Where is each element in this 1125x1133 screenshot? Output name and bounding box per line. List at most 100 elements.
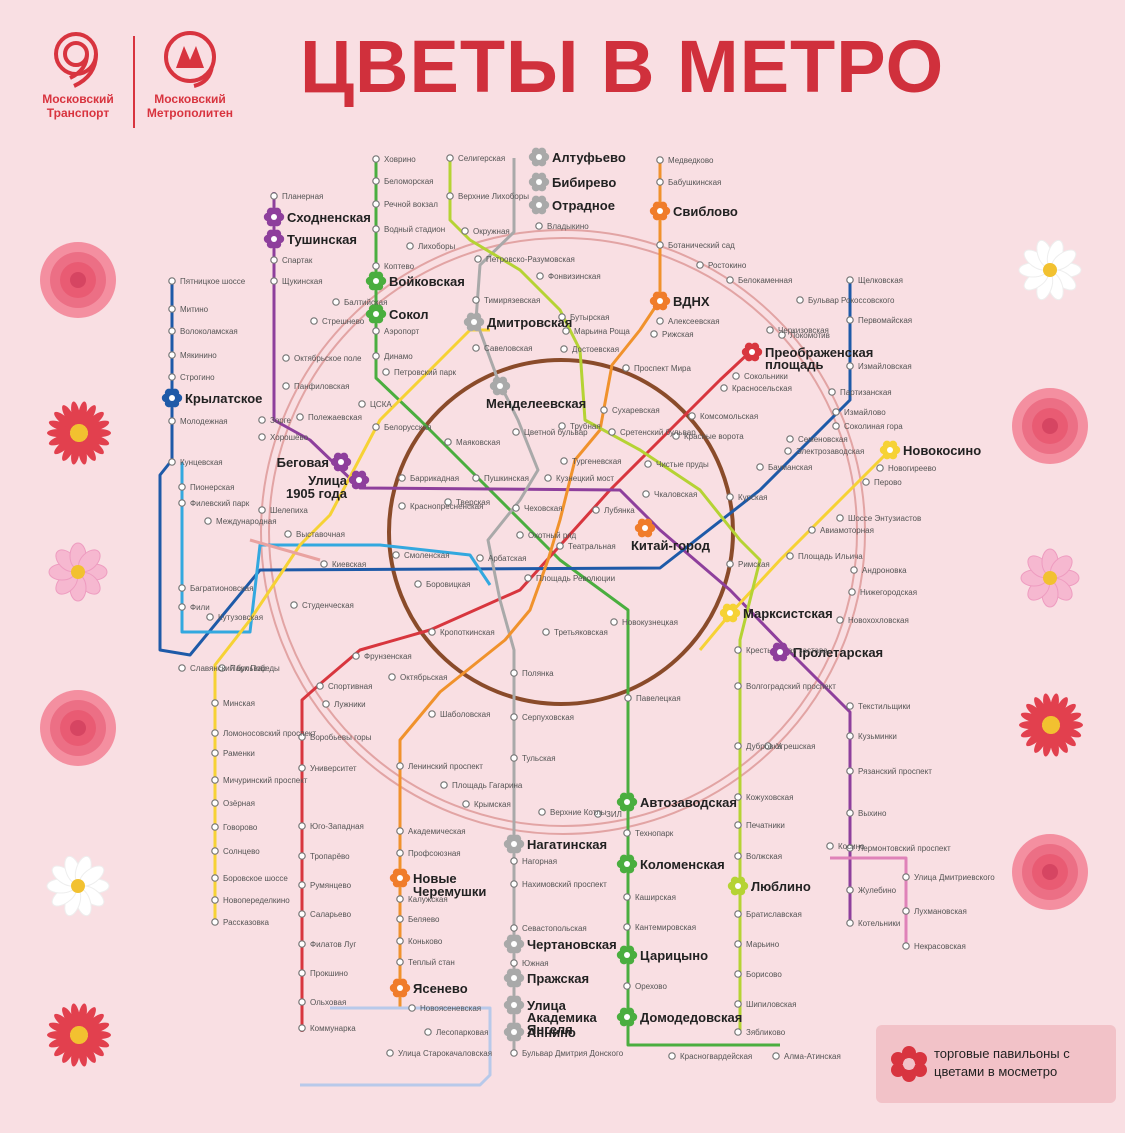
station[interactable] (168, 327, 176, 335)
station[interactable] (178, 603, 186, 611)
station[interactable] (352, 652, 360, 660)
station[interactable] (211, 749, 219, 757)
station[interactable] (298, 969, 306, 977)
flower-station-marker[interactable] (263, 207, 285, 227)
station[interactable] (396, 915, 404, 923)
station[interactable] (428, 628, 436, 636)
station[interactable] (398, 502, 406, 510)
station[interactable] (168, 458, 176, 466)
station[interactable] (846, 919, 854, 927)
station[interactable] (796, 296, 804, 304)
station[interactable] (211, 699, 219, 707)
station[interactable] (168, 373, 176, 381)
station[interactable] (610, 618, 618, 626)
station[interactable] (656, 241, 664, 249)
station[interactable] (406, 242, 414, 250)
station[interactable] (656, 156, 664, 164)
station[interactable] (178, 499, 186, 507)
station[interactable] (510, 669, 518, 677)
station[interactable] (258, 416, 266, 424)
station[interactable] (298, 910, 306, 918)
station[interactable] (372, 200, 380, 208)
station[interactable] (178, 664, 186, 672)
flower-station-marker[interactable] (616, 854, 638, 874)
station[interactable] (462, 800, 470, 808)
station[interactable] (440, 781, 448, 789)
station[interactable] (902, 907, 910, 915)
station[interactable] (474, 255, 482, 263)
station[interactable] (298, 733, 306, 741)
flower-station-marker[interactable] (528, 195, 550, 215)
station[interactable] (562, 327, 570, 335)
station[interactable] (876, 464, 884, 472)
station[interactable] (778, 331, 786, 339)
flower-station-marker[interactable] (634, 518, 656, 538)
station[interactable] (211, 823, 219, 831)
station[interactable] (510, 713, 518, 721)
station[interactable] (656, 178, 664, 186)
station[interactable] (372, 423, 380, 431)
flower-station-marker[interactable] (365, 271, 387, 291)
flower-station-marker[interactable] (348, 470, 370, 490)
flower-station-marker[interactable] (649, 291, 671, 311)
station[interactable] (902, 873, 910, 881)
station[interactable] (424, 1028, 432, 1036)
station[interactable] (396, 849, 404, 857)
station[interactable] (320, 560, 328, 568)
station[interactable] (512, 504, 520, 512)
station[interactable] (396, 827, 404, 835)
flower-station-marker[interactable] (503, 1022, 525, 1042)
station[interactable] (624, 694, 632, 702)
flower-station-marker[interactable] (503, 934, 525, 954)
station[interactable] (372, 327, 380, 335)
station[interactable] (726, 560, 734, 568)
station[interactable] (358, 400, 366, 408)
station[interactable] (398, 474, 406, 482)
station[interactable] (472, 296, 480, 304)
station[interactable] (211, 896, 219, 904)
flower-station-marker[interactable] (528, 172, 550, 192)
station[interactable] (510, 880, 518, 888)
station[interactable] (258, 506, 266, 514)
station[interactable] (372, 262, 380, 270)
station[interactable] (850, 566, 858, 574)
station[interactable] (536, 272, 544, 280)
station[interactable] (558, 313, 566, 321)
station[interactable] (316, 682, 324, 690)
station[interactable] (786, 435, 794, 443)
flower-station-marker[interactable] (769, 642, 791, 662)
station[interactable] (786, 552, 794, 560)
station[interactable] (764, 742, 772, 750)
station[interactable] (696, 261, 704, 269)
station[interactable] (535, 222, 543, 230)
station[interactable] (720, 384, 728, 392)
station[interactable] (510, 754, 518, 762)
station[interactable] (538, 808, 546, 816)
station[interactable] (178, 483, 186, 491)
station[interactable] (332, 298, 340, 306)
station[interactable] (668, 1052, 676, 1060)
station[interactable] (168, 277, 176, 285)
station[interactable] (734, 646, 742, 654)
station[interactable] (734, 682, 742, 690)
flower-station-marker[interactable] (489, 376, 511, 396)
station[interactable] (386, 1049, 394, 1057)
station[interactable] (372, 155, 380, 163)
flower-station-marker[interactable] (463, 312, 485, 332)
station[interactable] (512, 428, 520, 436)
station[interactable] (388, 673, 396, 681)
station[interactable] (510, 1049, 518, 1057)
station[interactable] (372, 225, 380, 233)
station[interactable] (382, 368, 390, 376)
flower-station-marker[interactable] (616, 945, 638, 965)
station[interactable] (846, 886, 854, 894)
flower-station-marker[interactable] (719, 603, 741, 623)
station[interactable] (204, 517, 212, 525)
station[interactable] (560, 457, 568, 465)
flower-station-marker[interactable] (616, 1007, 638, 1027)
flower-station-marker[interactable] (263, 229, 285, 249)
station[interactable] (372, 352, 380, 360)
flower-station-marker[interactable] (503, 995, 525, 1015)
station[interactable] (510, 924, 518, 932)
flower-station-marker[interactable] (741, 342, 763, 362)
